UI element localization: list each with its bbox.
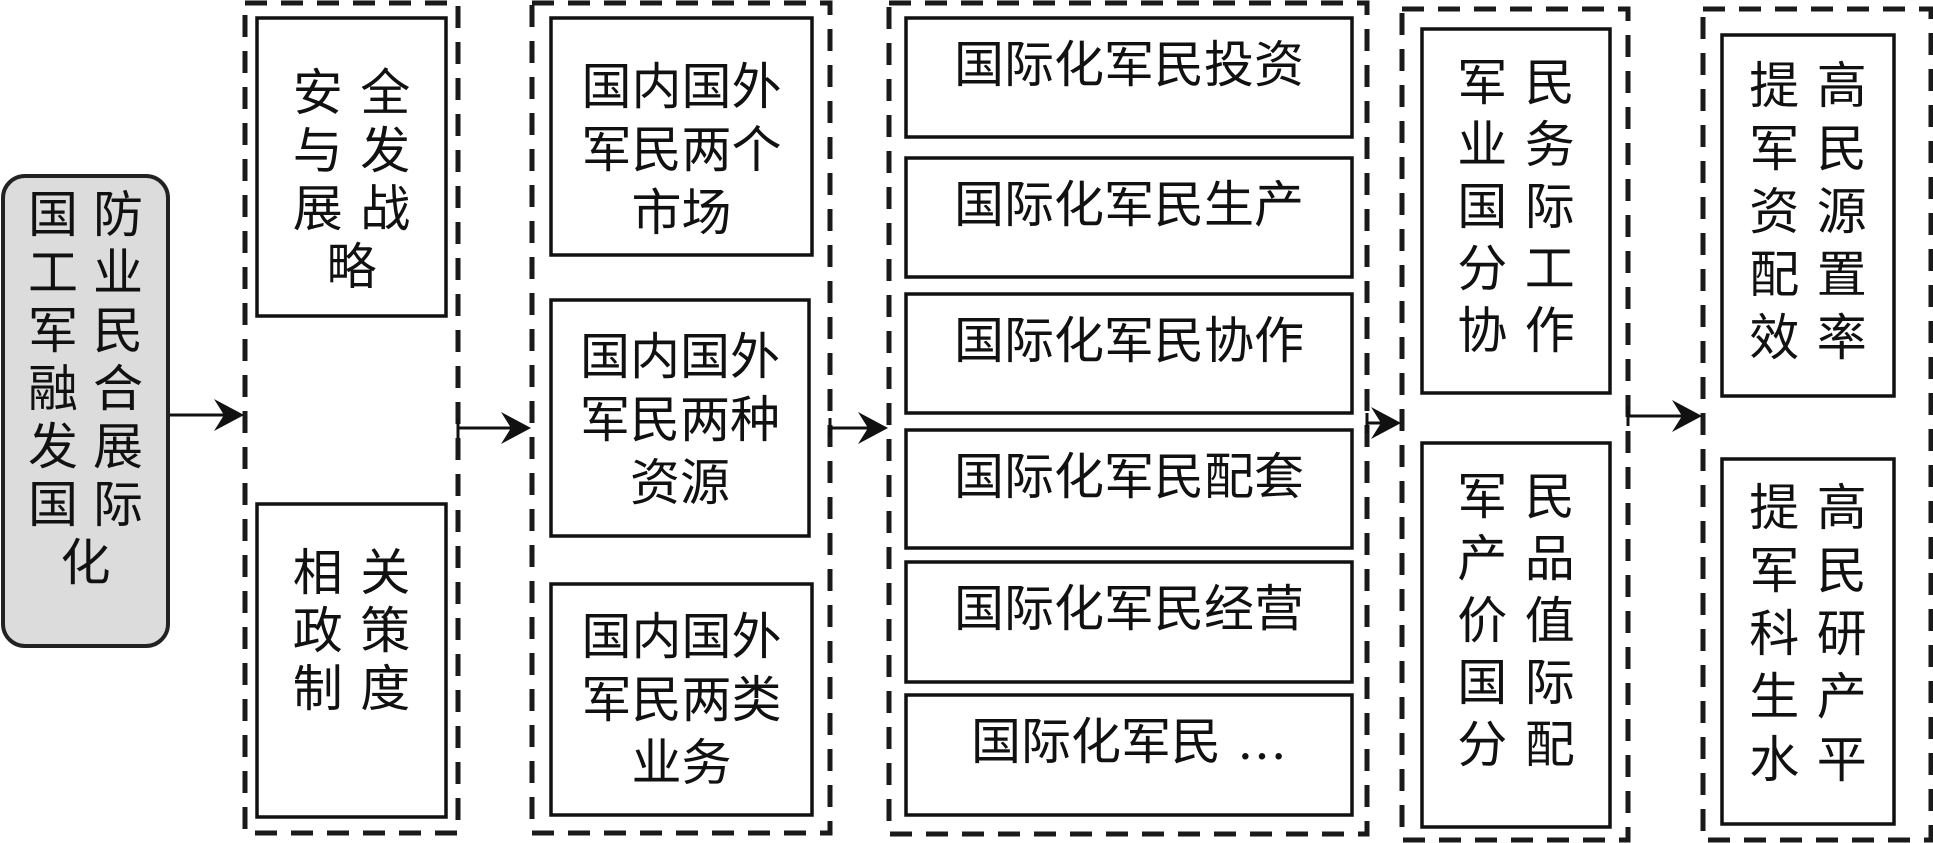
node-box-collaboration [904, 292, 1354, 415]
node-box-strategy [255, 16, 448, 318]
node-operation: 国际化军民经营 [904, 560, 1354, 684]
node-value-distribution-line: 分配 [1457, 716, 1575, 774]
node-supporting-line: 国际化军民配套 [954, 448, 1304, 506]
node-allocation-efficiency-line: 资源 [1749, 183, 1867, 241]
root-node-line: 国防 [28, 186, 143, 244]
node-supporting: 国际化军民配套 [904, 428, 1354, 550]
node-strategy-line: 略 [327, 238, 377, 296]
node-box-rd-level [1720, 457, 1896, 826]
node-allocation-efficiency: 提高军民资源配置效率 [1720, 33, 1896, 398]
node-collaboration: 国际化军民协作 [904, 292, 1354, 415]
node-box-policy [255, 502, 448, 819]
node-policy-line: 政策 [293, 602, 411, 660]
node-investment: 国际化军民投资 [904, 16, 1354, 139]
root-node-line: 工业 [28, 244, 143, 302]
node-operation-line: 国际化军民经营 [954, 580, 1304, 638]
root-node-line: 发展 [28, 418, 143, 476]
node-value-distribution-line: 价值 [1457, 592, 1575, 650]
node-collaboration-line: 国际化军民协作 [954, 312, 1304, 370]
node-labor-division-line: 国际 [1457, 178, 1575, 236]
node-allocation-efficiency-line: 提高 [1749, 57, 1867, 115]
node-rd-level-line: 提高 [1749, 479, 1867, 537]
node-strategy-line: 安全 [293, 64, 411, 122]
node-policy-line: 制度 [293, 660, 411, 718]
root-node-line: 国际 [28, 476, 143, 534]
group-frame-activities [886, 0, 1370, 837]
node-markets-line: 国内国外 [582, 58, 782, 116]
arrow-head-icon [501, 412, 531, 444]
node-markets-line: 市场 [632, 184, 732, 242]
root-node-line: 融合 [28, 360, 143, 418]
node-labor-division: 军民业务国际分工协作 [1420, 27, 1612, 395]
node-resources-line: 国内国外 [580, 328, 780, 386]
arrow-foundation-to-domains [456, 412, 531, 444]
node-rd-level-line: 水平 [1749, 731, 1867, 789]
group-frame-domains [529, 0, 833, 836]
root-node-line: 军民 [28, 302, 143, 360]
node-markets-line: 军民两个 [582, 121, 782, 179]
node-box-value-distribution [1420, 441, 1612, 829]
node-box-resources [549, 298, 811, 538]
node-production-line: 国际化军民生产 [954, 176, 1304, 234]
arrow-activities-to-division [1365, 407, 1401, 439]
node-value-distribution-line: 国际 [1457, 654, 1575, 712]
group-frame-outcomes [1700, 6, 1933, 843]
node-rd-level: 提高军民科研生产水平 [1720, 457, 1896, 826]
arrow-head-icon [1371, 407, 1401, 439]
node-allocation-efficiency-line: 军民 [1749, 120, 1867, 178]
node-production: 国际化军民生产 [904, 156, 1354, 279]
node-allocation-efficiency-line: 效率 [1749, 309, 1867, 367]
node-rd-level-line: 生产 [1749, 668, 1867, 726]
node-rd-level-line: 科研 [1749, 605, 1867, 663]
node-strategy: 安全与发展战略 [255, 16, 448, 318]
group-frame-division [1399, 6, 1631, 843]
root-node-box [1, 174, 170, 648]
node-box-labor-division [1420, 27, 1612, 395]
root-node-line: 化 [61, 534, 111, 592]
node-box-markets [549, 16, 814, 257]
node-business-line: 军民两类 [582, 671, 782, 729]
arrow-head-icon [214, 399, 244, 431]
node-etc-line: 国际化军民 … [971, 713, 1287, 771]
node-box-operation [904, 560, 1354, 684]
node-rd-level-line: 军民 [1749, 542, 1867, 600]
arrow-head-icon [858, 412, 888, 444]
node-strategy-line: 展战 [293, 180, 411, 238]
node-labor-division-line: 业务 [1457, 116, 1575, 174]
node-resources-line: 军民两种 [580, 391, 780, 449]
node-labor-division-line: 分工 [1457, 240, 1575, 298]
arrow-head-icon [1672, 400, 1702, 432]
node-value-distribution: 军民产品价值国际分配 [1420, 441, 1612, 829]
arrow-root-to-foundation [166, 399, 244, 431]
node-business-line: 业务 [632, 734, 732, 792]
node-box-supporting [904, 428, 1354, 550]
node-box-etc [904, 693, 1354, 817]
node-labor-division-line: 军民 [1457, 54, 1575, 112]
root-node: 国防工业军民融合发展国际化 [1, 174, 170, 648]
node-policy: 相关政策制度 [255, 502, 448, 819]
node-labor-division-line: 协作 [1457, 302, 1575, 360]
node-box-allocation-efficiency [1720, 33, 1896, 398]
node-business-line: 国内国外 [582, 608, 782, 666]
node-strategy-line: 与发 [293, 122, 411, 180]
node-policy-line: 相关 [293, 544, 411, 602]
arrow-division-to-outcomes [1626, 400, 1702, 432]
node-etc: 国际化军民 … [904, 693, 1354, 817]
node-resources-line: 资源 [630, 454, 730, 512]
node-value-distribution-line: 军民 [1457, 468, 1575, 526]
node-box-investment [904, 16, 1354, 139]
node-investment-line: 国际化军民投资 [954, 36, 1304, 94]
node-box-business [549, 582, 814, 817]
node-value-distribution-line: 产品 [1457, 530, 1575, 588]
arrow-domains-to-activities [828, 412, 888, 444]
node-box-production [904, 156, 1354, 279]
node-allocation-efficiency-line: 配置 [1749, 246, 1867, 304]
